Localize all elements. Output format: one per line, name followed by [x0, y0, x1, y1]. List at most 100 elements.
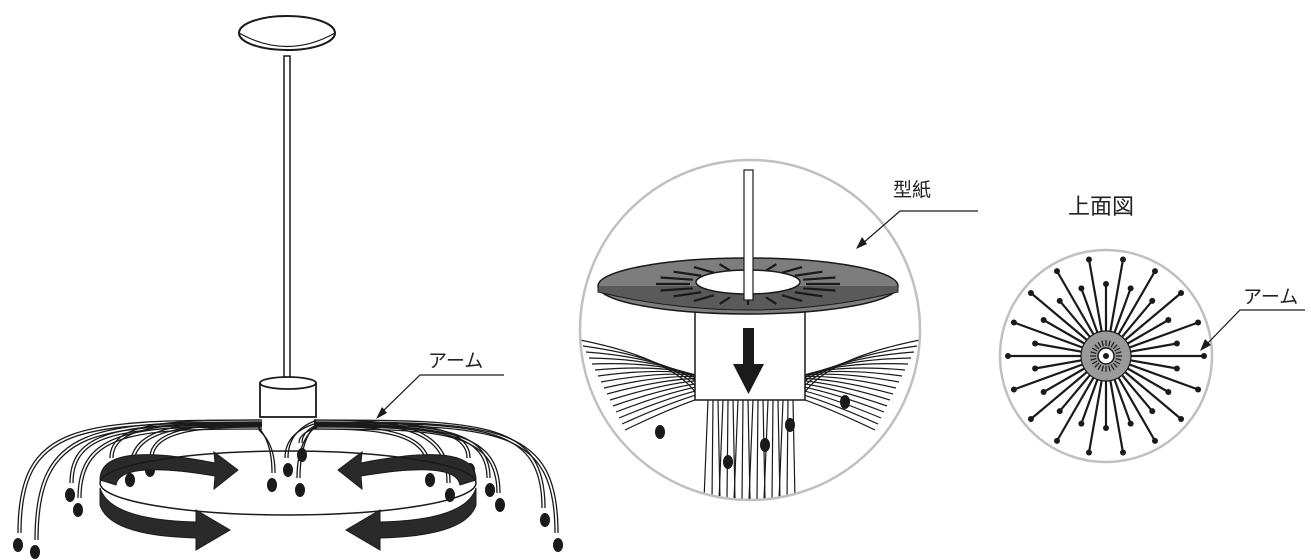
hub-tick: [1097, 364, 1102, 371]
detail-wire: [733, 399, 739, 500]
template-slit: [693, 265, 715, 274]
bulb: [425, 473, 435, 487]
chandelier-arm: [313, 426, 488, 479]
top-view-arm: [1126, 342, 1179, 354]
bulb: [1195, 386, 1202, 393]
top-view-arm: [1119, 371, 1154, 413]
bulb: [297, 448, 307, 462]
bulb: [1103, 281, 1109, 287]
hub-tick: [1112, 362, 1118, 368]
down-arrow-icon: [733, 328, 764, 394]
hub-tick: [1114, 360, 1121, 365]
top-view-arm: [1125, 321, 1200, 350]
template-slit: [660, 276, 693, 281]
bulb: [65, 488, 75, 502]
bulb: [1120, 256, 1127, 263]
rotation-arrow-icon: [99, 450, 477, 551]
template-slit: [765, 263, 778, 272]
bulb: [125, 473, 135, 487]
bulb: [1005, 353, 1011, 359]
bulb: [1010, 386, 1017, 393]
top-view: [998, 248, 1305, 464]
bulb: [267, 478, 277, 492]
template-slit: [693, 294, 715, 303]
top-view-arm: [1121, 291, 1183, 343]
bulb: [1056, 297, 1063, 304]
chandelier-arm: [129, 421, 263, 469]
chandelier-arm: [313, 419, 546, 509]
bulb: [73, 503, 83, 517]
bulb: [723, 455, 733, 469]
top-view-arm: [1087, 258, 1104, 336]
top-view-arm: [1012, 362, 1087, 391]
bulb: [1173, 365, 1180, 372]
bulb: [1120, 449, 1127, 456]
top-view-arms: [1005, 256, 1207, 456]
hub-tick: [1091, 360, 1098, 365]
detail-view: [578, 158, 978, 502]
top-view-arm: [1112, 375, 1132, 425]
top-view-arm: [1080, 375, 1100, 425]
hub-tick: [1101, 365, 1104, 372]
bulb: [1054, 437, 1060, 444]
top-view-arm-label: アーム: [1243, 286, 1299, 308]
bulb: [1054, 268, 1060, 275]
hub-tick: [1090, 351, 1097, 354]
top-view-arm: [1108, 258, 1125, 336]
top-view-arm: [1029, 291, 1091, 343]
hub-tick: [1110, 364, 1115, 371]
hub-tick: [1101, 340, 1104, 347]
bulb: [1152, 437, 1158, 444]
bulb: [1201, 353, 1207, 359]
top-view-arm: [1029, 369, 1091, 421]
template-slit: [803, 276, 836, 281]
bulb: [1010, 319, 1017, 326]
bulb: [785, 418, 795, 432]
chandelier-arm: [112, 422, 263, 459]
template-slit: [718, 263, 731, 272]
top-view-arm: [1055, 270, 1097, 339]
chandelier-arm: [313, 421, 559, 534]
chandelier-arm: [149, 423, 263, 459]
bulb: [1085, 256, 1092, 263]
detail-wire: [741, 399, 744, 500]
chandelier-arm: [34, 421, 263, 541]
bulb: [485, 483, 495, 497]
top-view-arm: [1121, 369, 1183, 421]
bulb: [1195, 319, 1202, 326]
chandelier-arm: [37, 424, 263, 541]
chandelier-arm: [69, 423, 263, 484]
top-view-arm: [1080, 287, 1100, 337]
bulb: [1149, 408, 1156, 415]
top-view-arm: [1042, 365, 1089, 394]
hub-tick: [1108, 365, 1111, 372]
top-view-arm: [1115, 373, 1157, 442]
bulb: [1078, 420, 1085, 427]
chandelier-arm: [152, 426, 263, 459]
bulb: [495, 498, 505, 512]
top-view-arm: [1112, 287, 1132, 337]
top-view-title: 上面図: [1068, 195, 1135, 220]
bulb: [1178, 290, 1185, 297]
bulb: [655, 425, 665, 439]
top-arm-leader-line: [1205, 309, 1305, 346]
hub-tick: [1091, 347, 1098, 352]
arm-leader-line: [379, 374, 504, 415]
bulb: [540, 513, 550, 527]
ceiling-canopy: [238, 15, 336, 51]
template-slit: [781, 294, 803, 303]
template-slit: [660, 287, 693, 292]
bulb: [1078, 285, 1085, 292]
bulb: [1127, 420, 1134, 427]
bulb: [1027, 290, 1034, 297]
top-view-arm: [1033, 358, 1086, 370]
arm-label: アーム: [428, 350, 484, 372]
chandelier-arm: [257, 425, 273, 474]
template-slit: [673, 291, 702, 298]
template-slit: [673, 270, 702, 277]
hub-tick: [1094, 344, 1100, 350]
bulb: [553, 538, 563, 552]
bulb: [1149, 297, 1156, 304]
detail-wire: [771, 399, 774, 500]
